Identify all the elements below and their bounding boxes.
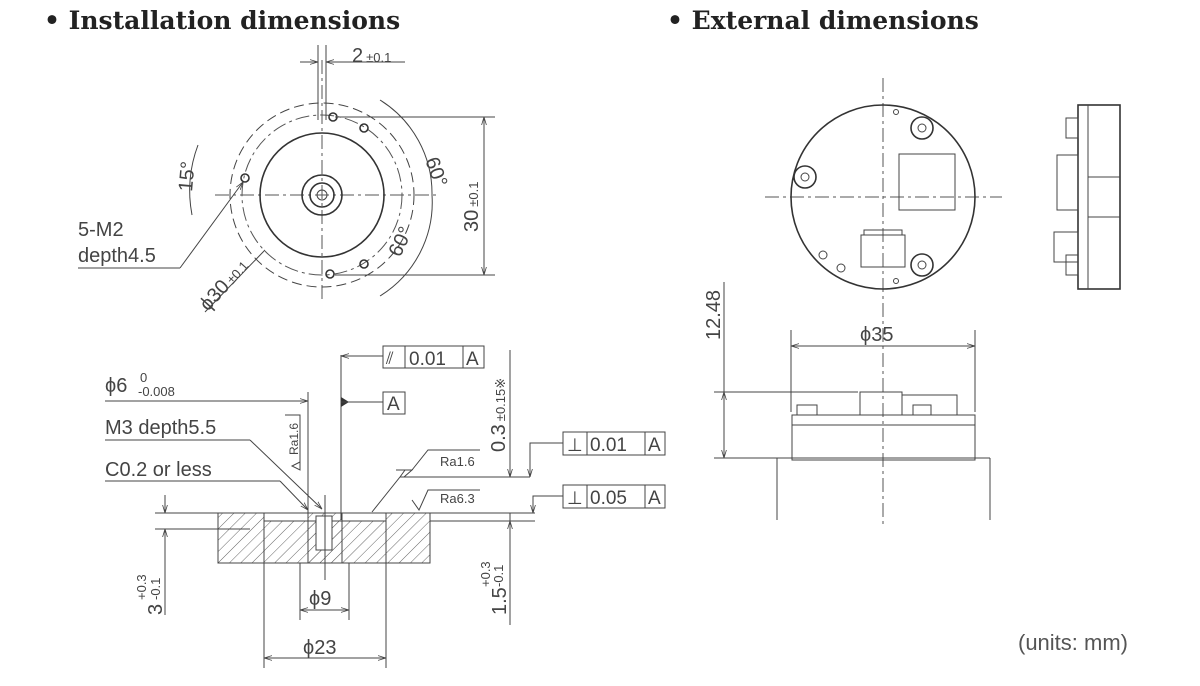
svg-text:⊥: ⊥ [567, 488, 583, 508]
external-front-view [765, 78, 1002, 525]
svg-text:15°: 15° [175, 160, 200, 192]
svg-text:0.3±0.15※: 0.3±0.15※ [488, 378, 510, 452]
external-bottom-view: ϕ35 12.48 [703, 282, 991, 520]
svg-text:C0.2 or less: C0.2 or less [105, 459, 212, 481]
svg-text:5-M2: 5-M2 [78, 219, 124, 241]
svg-text:ϕ6: ϕ6 [105, 375, 127, 397]
svg-text:-0.008: -0.008 [138, 384, 175, 399]
svg-text:-0.1: -0.1 [491, 565, 506, 587]
units-note: (units: mm) [1018, 630, 1128, 655]
parallelism-frame: ⫽ 0.01 A [382, 345, 485, 370]
svg-text:depth4.5: depth4.5 [78, 245, 156, 267]
svg-text:ϕ23: ϕ23 [303, 637, 336, 659]
mounting-holes [240, 112, 369, 279]
svg-text:1.5: 1.5 [489, 587, 511, 615]
svg-text:3: 3 [145, 604, 167, 615]
svg-text:Ra1.6: Ra1.6 [287, 423, 301, 455]
svg-text:A: A [387, 394, 400, 415]
external-heading: • External dimensions [667, 6, 979, 35]
installation-top-view: 2±0.1 30±0.1 60° 60° 15° 5-M2 depth4.5 ϕ… [78, 45, 495, 315]
perpendicularity-frame-2: ⊥ 0.05 A [562, 484, 666, 509]
svg-text:⊥: ⊥ [567, 435, 583, 455]
svg-text:2±0.1: 2±0.1 [352, 45, 391, 67]
svg-text:0.01: 0.01 [409, 349, 446, 370]
svg-text:ϕ35: ϕ35 [860, 324, 893, 346]
svg-text:12.48: 12.48 [703, 290, 725, 340]
installation-heading: • Installation dimensions [44, 6, 401, 35]
svg-text:ϕ9: ϕ9 [309, 588, 331, 610]
svg-text:ϕ30±0.1: ϕ30±0.1 [195, 255, 253, 316]
external-side-view [1053, 104, 1121, 290]
svg-text:+0.3: +0.3 [478, 561, 493, 587]
svg-text:60°: 60° [420, 154, 451, 190]
svg-text:⫽: ⫽ [385, 349, 394, 368]
svg-text:A: A [648, 435, 661, 456]
svg-text:0.01: 0.01 [590, 435, 627, 456]
svg-text:30±0.1: 30±0.1 [461, 182, 483, 232]
svg-text:0.05: 0.05 [590, 488, 627, 509]
svg-text:A: A [648, 488, 661, 509]
svg-text:Ra1.6: Ra1.6 [440, 454, 475, 469]
svg-text:M3 depth5.5: M3 depth5.5 [105, 417, 216, 439]
svg-text:A: A [466, 349, 479, 370]
installation-section-view: ⫽ 0.01 A A ϕ6 0 -0.008 M3 depth5.5 C0.2 … [105, 345, 666, 668]
svg-text:Ra6.3: Ra6.3 [440, 491, 475, 506]
svg-text:60°: 60° [385, 223, 418, 260]
svg-text:-0.1: -0.1 [148, 578, 163, 600]
svg-text:+0.3: +0.3 [134, 574, 149, 600]
svg-text:0: 0 [140, 370, 147, 385]
perpendicularity-frame-1: ⊥ 0.01 A [562, 431, 666, 456]
